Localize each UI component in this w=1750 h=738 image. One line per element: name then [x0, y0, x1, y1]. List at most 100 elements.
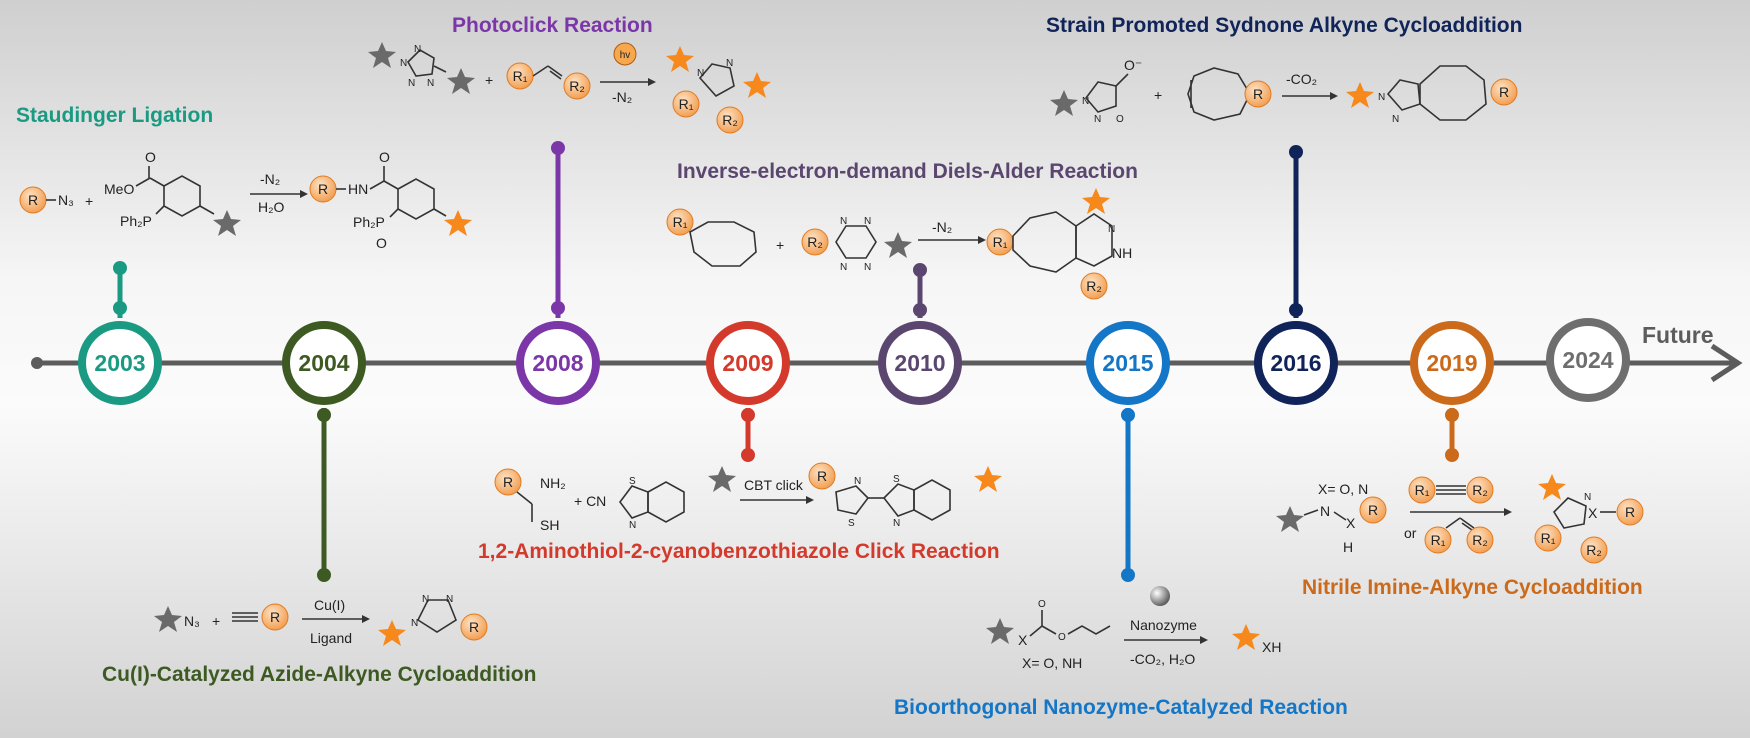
r2-label: R₂ [569, 78, 585, 94]
year-label-2024: 2024 [1562, 347, 1613, 373]
r-label: R [318, 181, 328, 197]
year-label-2003: 2003 [94, 350, 145, 376]
r-group-icon [1490, 78, 1518, 106]
cond-top: -N₂ [932, 219, 952, 235]
pyridazine-ring-icon [1075, 213, 1113, 267]
reaction-titles: Staudinger Ligation Cu(I)-Catalyzed Azid… [16, 14, 1643, 719]
scheme-photoclick: N N N N + R₁ R₂ hv -N₂ N N R₁ R₂ [368, 42, 771, 134]
title-cuaac: Cu(I)-Catalyzed Azide-Alkyne Cycloadditi… [102, 663, 536, 686]
connector-dot-2010-b [913, 303, 927, 317]
orange-star-icon [974, 466, 1002, 492]
plus-cn-label: + CN [574, 493, 606, 509]
connector-dot-2009-b [741, 448, 755, 462]
r2-label: R₂ [1472, 482, 1488, 498]
r-label: R [1625, 504, 1635, 520]
n-label: N [726, 58, 733, 69]
or-label: or [1404, 525, 1417, 541]
cond-bottom: Ligand [310, 630, 352, 646]
gray-star-icon [368, 42, 396, 68]
x-note: X= O, NH [1022, 655, 1082, 671]
plus-sign: + [776, 237, 784, 253]
scheme-staudinger: R N₃ + MeO O Ph₂P -N₂ H₂O R HN O Ph₂P O [19, 149, 472, 251]
n-label: N [427, 78, 434, 89]
connector-dot-2010 [913, 263, 927, 277]
triazole-ring-icon [416, 599, 457, 633]
gray-star-icon [884, 232, 912, 258]
gray-star-icon [447, 68, 475, 94]
year-label-2004: 2004 [298, 350, 349, 376]
r1-group-icon [1534, 524, 1562, 552]
connector-dot-2004-b [317, 568, 331, 582]
scheme-cbt: R NH₂ SH + CN S N CBT click R N S S N [494, 462, 1002, 533]
title-staudinger: Staudinger Ligation [16, 104, 213, 127]
gray-star-icon [213, 210, 241, 236]
r1-label: R₁ [673, 214, 688, 230]
pyrazole-ring-icon [1552, 497, 1587, 529]
h-label: H [1343, 539, 1353, 555]
r-group-icon [261, 603, 289, 631]
connector-dot-2019 [1445, 408, 1459, 422]
connector-dot-2008 [551, 141, 565, 155]
title-iedda: Inverse-electron-demand Diels-Alder Reac… [677, 160, 1138, 183]
scheme-nitrile: X= O, N N X H R R₁ R₂ or R₁ R₂ N X R R₁ [1276, 474, 1644, 564]
n-label: N [422, 594, 429, 605]
year-node-2009: 2009 [706, 321, 790, 405]
r2-group-icon [1580, 536, 1608, 564]
connector-dot-2016-b [1289, 303, 1303, 317]
cond-bottom: -CO₂, H₂O [1130, 651, 1195, 667]
scheme-cuaac: N₃ + R Cu(I) Ligand N N N R [154, 594, 488, 646]
r-label: R [503, 474, 513, 490]
tetrazine-ring-icon [835, 225, 877, 259]
r1-group-icon [672, 90, 700, 118]
amide-o-label: O [379, 149, 390, 165]
title-nitrile: Nitrile Imine-Alkyne Cycloaddition [1302, 576, 1643, 599]
future-label: Future [1642, 322, 1714, 348]
title-cbt: 1,2-Aminothiol-2-cyanobenzothiazole Clic… [478, 540, 1000, 563]
orange-star-icon [666, 46, 694, 72]
orange-star-icon [1232, 624, 1260, 650]
year-label-2009: 2009 [722, 350, 773, 376]
plus-sign: + [485, 72, 493, 88]
r2-group-icon [801, 228, 829, 256]
connector-dot-2003-b [113, 301, 127, 315]
nh2-label: NH₂ [540, 475, 566, 491]
scheme-nanozyme: X O O X= O, NH Nanozyme -CO₂, H₂O XH [986, 586, 1281, 671]
title-nanozyme: Bioorthogonal Nanozyme-Catalyzed Reactio… [894, 696, 1348, 719]
r1-group-icon [1408, 476, 1436, 504]
cond-top: -CO₂ [1286, 71, 1317, 87]
n-label: N [864, 262, 871, 273]
r2-label: R₂ [1586, 542, 1602, 558]
lightbulb-icon [613, 42, 637, 66]
orange-star-icon [1538, 474, 1566, 500]
azide-label: N₃ [184, 613, 200, 629]
cond-top: CBT click [744, 477, 804, 493]
n-label: N [840, 262, 847, 273]
r-group-icon [808, 462, 836, 490]
n-label: N [697, 68, 704, 79]
meo-label: MeO [104, 181, 134, 197]
r2-group-icon [563, 72, 591, 100]
r-label: R [1253, 86, 1263, 102]
sh-label: SH [540, 517, 559, 533]
xr-label: X [1588, 505, 1598, 521]
benzene-ring-icon [647, 481, 685, 523]
connector-dot-2009 [741, 408, 755, 422]
gray-star-icon [1050, 90, 1078, 116]
scheme-spsac: N N O O⁻ + R -CO₂ N N R [1050, 57, 1518, 125]
n-label: N [1082, 96, 1089, 107]
gray-star-icon [1276, 506, 1304, 532]
cond-top: Nanozyme [1130, 617, 1197, 633]
phosphine-oxide-o: O [376, 235, 387, 251]
r-group-icon [494, 468, 522, 496]
r2-label: R₂ [1086, 278, 1102, 294]
r1-label: R₁ [513, 68, 528, 84]
n-label: N [854, 476, 861, 487]
r-group-icon [460, 613, 488, 641]
connector-dot-2003 [113, 261, 127, 275]
n-label: N [840, 216, 847, 227]
r2-group-icon [1080, 272, 1108, 300]
gray-star-icon [986, 618, 1014, 644]
r-label: R [270, 609, 280, 625]
r-label: R [1499, 84, 1509, 100]
cond-bottom: H₂O [258, 199, 285, 215]
